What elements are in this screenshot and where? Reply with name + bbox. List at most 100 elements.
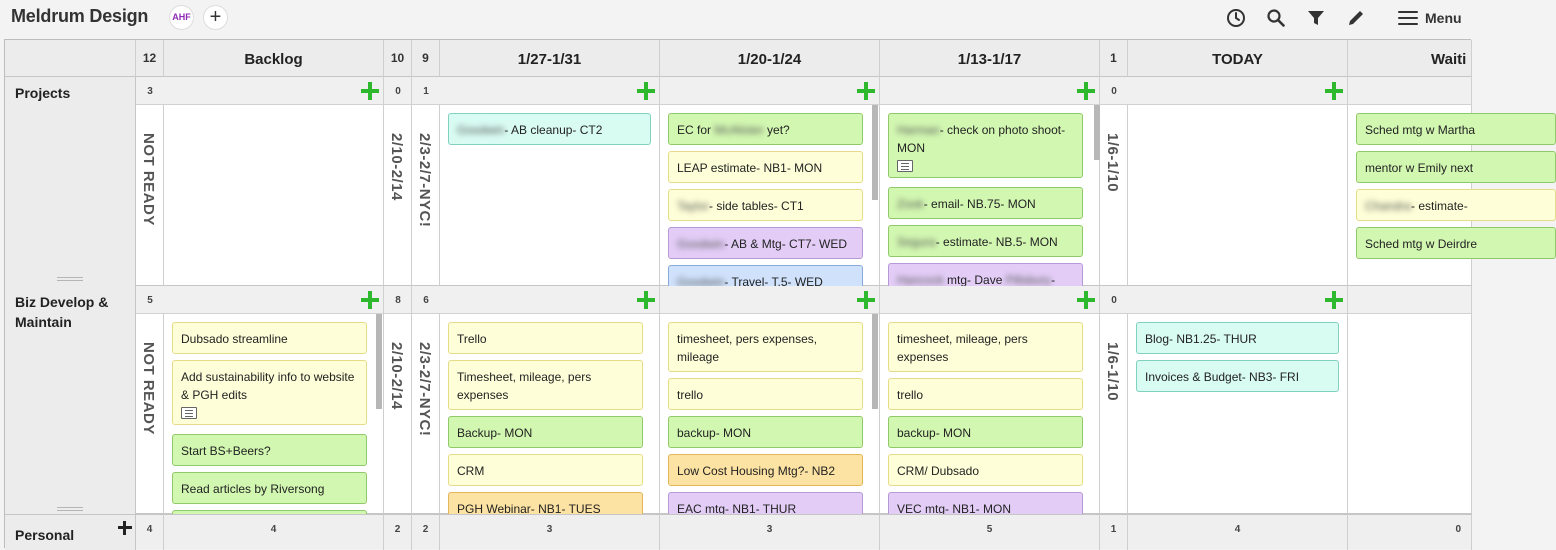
lane-label-biz-develop[interactable]: Biz Develop & Maintain xyxy=(5,286,136,514)
resize-handle[interactable] xyxy=(57,507,83,511)
week-3-cell: Harman- check on photo shoot- MON Zook- … xyxy=(880,105,1100,295)
collapsed-cell[interactable]: 2/10-2/14 xyxy=(384,105,412,286)
scrollbar[interactable] xyxy=(872,105,878,200)
add-card-icon[interactable] xyxy=(636,290,656,310)
add-card-icon[interactable] xyxy=(856,290,876,310)
menu-button[interactable]: Menu xyxy=(1398,8,1462,28)
card[interactable]: Taylor- side tables- CT1 xyxy=(668,189,863,221)
backlog-cell: Dubsado streamline Add sustainability in… xyxy=(164,314,384,540)
card[interactable]: CRM/ Dubsado xyxy=(888,454,1083,486)
lane-label-projects[interactable]: Projects xyxy=(5,77,136,286)
card[interactable]: Add sustainability info to website & PGH… xyxy=(172,360,367,425)
card[interactable]: Harman- check on photo shoot- MON xyxy=(888,113,1083,178)
board-title[interactable]: Meldrum Design xyxy=(11,6,149,26)
lane-cell-header: 1 xyxy=(412,77,660,105)
filter-icon[interactable] xyxy=(1306,8,1326,28)
collapsed-cell[interactable]: NOT READY xyxy=(136,105,164,286)
search-icon[interactable] xyxy=(1266,8,1286,28)
user-avatar[interactable]: AHF xyxy=(169,5,194,30)
card[interactable]: Segura- estimate- NB.5- MON xyxy=(888,225,1083,257)
card[interactable]: timesheet, pers expenses, mileage xyxy=(668,322,863,372)
card[interactable]: Backup- MON xyxy=(448,416,643,448)
lane-personal-collapsed[interactable]: Personal 4 4 2 2 3 3 5 1 4 0 xyxy=(5,514,1472,550)
column-count-collapsed-3[interactable]: 1 xyxy=(1100,40,1128,77)
edit-icon[interactable] xyxy=(1346,8,1366,28)
add-card-icon[interactable] xyxy=(1324,81,1344,101)
scrollbar[interactable] xyxy=(376,314,382,409)
lane-cell-header: 6 xyxy=(412,286,660,314)
add-card-icon[interactable] xyxy=(360,81,380,101)
card[interactable]: Low Cost Housing Mtg?- NB2 xyxy=(668,454,863,486)
lane-cell-header xyxy=(1348,286,1472,314)
card[interactable]: Trello xyxy=(448,322,643,354)
column-header-week-3[interactable]: 1/13-1/17 xyxy=(880,40,1100,77)
lane-count: 5 xyxy=(880,515,1100,550)
card[interactable]: trello xyxy=(668,378,863,410)
scrollbar[interactable] xyxy=(1094,105,1100,160)
card-text: - estimate- xyxy=(1411,199,1468,213)
column-count-collapsed-2[interactable]: 9 xyxy=(412,40,440,77)
card-text: Blog- NB1.25- THUR xyxy=(1145,332,1257,346)
collapsed-cell[interactable]: 1/6-1/10 xyxy=(1100,314,1128,514)
collapsed-cell[interactable]: 1/6-1/10 xyxy=(1094,105,1128,286)
card-text: - AB & Mtg- CT7- WED xyxy=(724,237,848,251)
card[interactable]: Sched mtg w Martha xyxy=(1356,113,1556,145)
card[interactable]: mentor w Emily next xyxy=(1356,151,1556,183)
collapsed-cell[interactable]: 2/10-2/14 xyxy=(384,314,412,514)
column-header-backlog[interactable]: Backlog xyxy=(164,40,384,77)
card[interactable]: CRM xyxy=(448,454,643,486)
card[interactable]: Dubsado streamline xyxy=(172,322,367,354)
card[interactable]: EC for McAlister yet? xyxy=(668,113,863,145)
card[interactable]: Start BS+Beers? xyxy=(172,434,367,466)
add-lane-icon[interactable] xyxy=(118,521,132,535)
collapsed-cell[interactable]: NOT READY xyxy=(136,314,164,514)
card[interactable]: Goodwin- AB & Mtg- CT7- WED xyxy=(668,227,863,259)
card[interactable]: Timesheet, mileage, pers expenses xyxy=(448,360,643,410)
column-header-week-2[interactable]: 1/20-1/24 xyxy=(660,40,880,77)
collapsed-cell[interactable]: 2/3-2/7-NYC! xyxy=(412,314,440,514)
column-count-collapsed-1[interactable]: 10 xyxy=(384,40,412,77)
add-card-icon[interactable] xyxy=(636,81,656,101)
lane-count: 4 xyxy=(136,515,164,550)
card[interactable]: Goodwin- AB cleanup- CT2 xyxy=(448,113,651,145)
card[interactable]: Chandra- estimate- xyxy=(1356,189,1556,221)
column-header-today[interactable]: TODAY xyxy=(1128,40,1348,77)
add-card-icon[interactable] xyxy=(1324,290,1344,310)
blurred-text: Harman xyxy=(897,123,940,137)
collapsed-cell[interactable]: 2/3-2/7-NYC! xyxy=(412,105,440,286)
card[interactable]: VEC mtg- NB1- MON xyxy=(888,492,1083,524)
waiting-cell: Sched mtg w Martha mentor w Emily next C… xyxy=(1348,105,1556,286)
blurred-text: Goodwin xyxy=(677,275,725,289)
lane-label-personal[interactable]: Personal xyxy=(5,515,136,550)
menu-icon xyxy=(1398,10,1418,26)
column-header-week-1[interactable]: 1/27-1/31 xyxy=(440,40,660,77)
card[interactable]: trello xyxy=(888,378,1083,410)
collapsed-label-feb10: 2/10-2/14 xyxy=(388,342,405,410)
card-text: LEAP estimate- NB1- MON xyxy=(677,161,823,175)
resize-handle[interactable] xyxy=(57,277,83,281)
collapsed-label-feb10: 2/10-2/14 xyxy=(388,133,405,201)
card-text: Trello xyxy=(457,332,487,346)
lane-cell-header xyxy=(880,77,1100,105)
add-card-icon[interactable] xyxy=(1076,290,1096,310)
add-card-icon[interactable] xyxy=(1076,81,1096,101)
card[interactable]: backup- MON xyxy=(668,416,863,448)
card[interactable]: Zook- email- NB.75- MON xyxy=(888,187,1083,219)
card-text: yet? xyxy=(763,123,790,137)
column-header-waiting[interactable]: Waiti xyxy=(1348,40,1472,77)
card[interactable]: Read articles by Riversong xyxy=(172,472,367,504)
card[interactable]: Invoices & Budget- NB3- FRI xyxy=(1136,360,1339,392)
add-card-icon[interactable] xyxy=(360,290,380,310)
card[interactable]: backup- MON xyxy=(888,416,1083,448)
card[interactable]: timesheet, mileage, pers expenses xyxy=(888,322,1083,372)
history-icon[interactable] xyxy=(1226,8,1246,28)
scrollbar[interactable] xyxy=(872,314,878,409)
card[interactable]: LEAP estimate- NB1- MON xyxy=(668,151,863,183)
lane-count: 1 xyxy=(423,86,429,97)
add-card-icon[interactable] xyxy=(856,81,876,101)
card[interactable]: Blog- NB1.25- THUR xyxy=(1136,322,1339,354)
card[interactable]: Sched mtg w Deirdre xyxy=(1356,227,1556,259)
blurred-text: Hancock xyxy=(897,273,944,287)
card-text: Sched mtg w Martha xyxy=(1365,123,1476,137)
add-member-button[interactable]: + xyxy=(203,5,228,30)
